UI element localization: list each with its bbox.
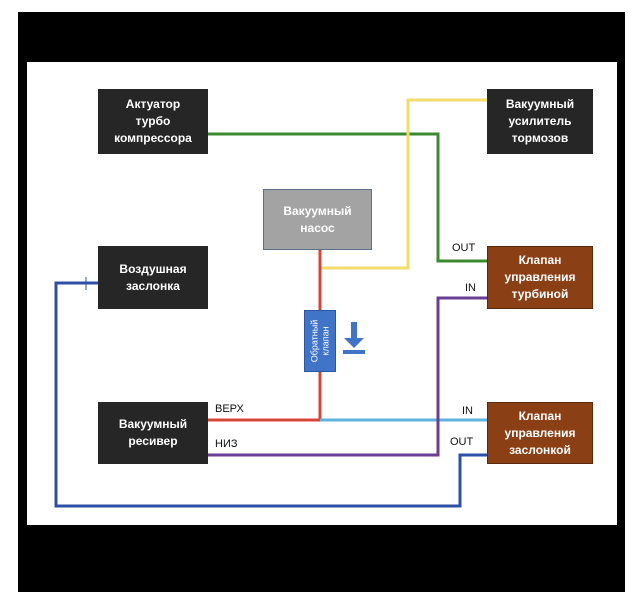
vacuum-receiver-box: Вакуумный ресивер xyxy=(98,402,208,464)
turbine-out-label: OUT xyxy=(452,242,476,254)
receiver-bottom-label: НИЗ xyxy=(215,438,238,450)
line-pump-to-brake-booster xyxy=(320,98,487,270)
turbine-in-label: IN xyxy=(465,282,476,294)
damper-out-label: OUT xyxy=(450,436,474,448)
arrow-down-to-bar-icon xyxy=(343,322,365,354)
check-valve-label: Обратный клапан xyxy=(309,319,330,363)
vacuum-pump-box: Вакуумный насос xyxy=(263,189,372,250)
turbine-valve-box: Клапан управления турбиной xyxy=(487,246,593,309)
line-actuator-to-turbine-out xyxy=(208,132,487,263)
brake-booster-box: Вакуумный усилитель тормозов xyxy=(487,89,593,154)
air-damper-box: Воздушная заслонка xyxy=(98,246,208,309)
check-valve-box: Обратный клапан xyxy=(304,310,336,372)
damper-in-label: IN xyxy=(462,405,473,417)
line-receiver-bottom-to-turbine-in xyxy=(208,296,487,457)
turbo-actuator-box: Актуатор турбо компрессора xyxy=(98,89,208,154)
receiver-top-label: ВЕРХ xyxy=(215,403,244,415)
line-damper-out-to-air-damper xyxy=(54,281,487,508)
damper-valve-box: Клапан управления заслонкой xyxy=(487,402,593,464)
